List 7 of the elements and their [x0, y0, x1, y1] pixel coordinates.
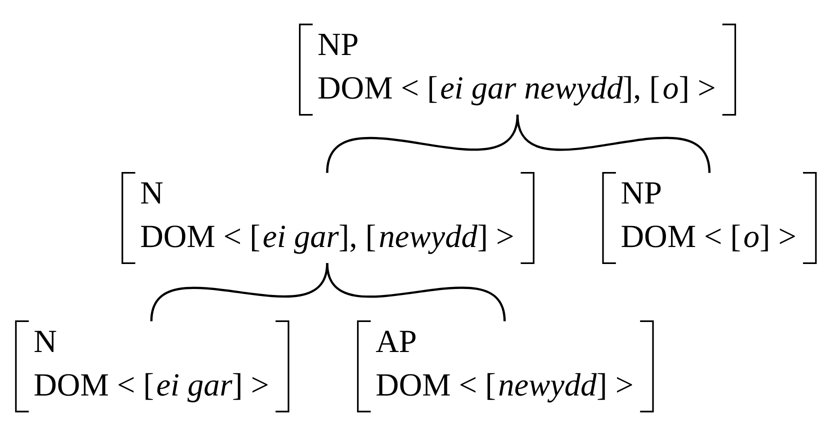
node-text: NP DOM < [ei gar newydd], [o] >: [318, 26, 716, 106]
node-text: N DOM < [ei gar] >: [34, 322, 270, 402]
connector: [516, 114, 711, 173]
connector: [326, 262, 506, 321]
node-text: AP DOM < [newydd] >: [376, 322, 634, 402]
node-text: NP DOM < [o] >: [620, 174, 796, 254]
node-text: N DOM < [ei gar], [newydd] >: [140, 174, 514, 254]
